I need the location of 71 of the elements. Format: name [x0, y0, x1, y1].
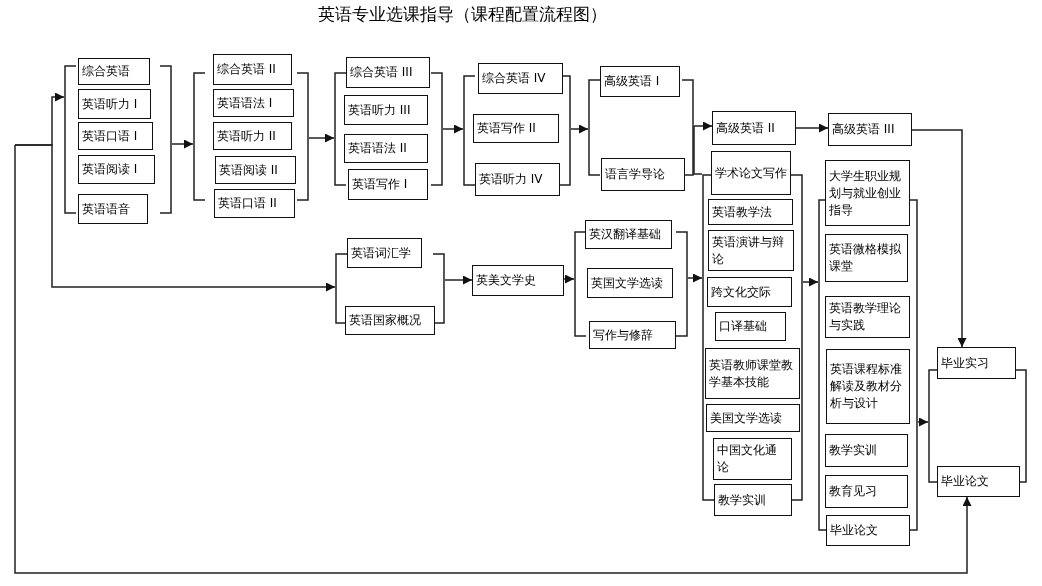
- course-box: 英语词汇学: [347, 238, 422, 268]
- course-box: 英语教师课堂教学基本技能: [705, 348, 800, 399]
- course-box: 综合英语 IV: [478, 63, 563, 94]
- course-box: 美国文学选读: [706, 404, 800, 432]
- course-box: 英语国家概况: [345, 306, 435, 335]
- course-box: 英语听力 II: [213, 122, 292, 150]
- course-box: 英语语法 II: [344, 134, 428, 163]
- course-box: 英美文学史: [472, 265, 564, 296]
- course-box: 综合英语 III: [346, 57, 430, 88]
- course-box: 英语课程标准解读及教材分析与设计: [826, 349, 910, 424]
- arrow: [308, 133, 335, 143]
- bracket: [463, 63, 571, 196]
- course-box: 大学生职业规划与就业创业指导: [825, 160, 910, 226]
- course-box: 中国文化通论: [713, 438, 792, 480]
- course-box: 英语听力 III: [344, 95, 428, 125]
- course-box: 英语口语 I: [78, 122, 153, 150]
- arrow: [570, 124, 589, 134]
- course-box: 综合英语 II: [213, 54, 292, 85]
- course-box: 高级英语 II: [712, 111, 796, 145]
- course-box: 综合英语: [78, 58, 150, 85]
- course-box: 英语语法 I: [213, 89, 294, 117]
- arrow: [911, 129, 967, 348]
- arrow: [171, 139, 194, 149]
- bracket: [702, 151, 803, 516]
- course-box: 学术论文写作: [711, 151, 791, 195]
- bracket: [588, 66, 694, 191]
- course-box: 英语听力 IV: [475, 163, 560, 196]
- course-box: 英语写作 I: [348, 169, 428, 200]
- course-box: 英语阅读 I: [78, 155, 155, 184]
- course-box: 英语听力 I: [78, 89, 151, 119]
- bracket: [928, 347, 1027, 497]
- course-box: 英语教学法: [708, 199, 793, 225]
- arrow: [795, 123, 829, 133]
- title: 英语专业选课指导（课程配置流程图）: [318, 3, 607, 26]
- course-box: 英语写作 II: [473, 114, 559, 143]
- arrow: [14, 144, 972, 574]
- arrow: [442, 124, 464, 134]
- course-box: 英语语音: [78, 194, 148, 224]
- arrow: [687, 273, 703, 283]
- arrow: [14, 144, 336, 292]
- course-box: 英语演讲与辩论: [708, 230, 794, 271]
- course-box: 教学实训: [714, 484, 792, 516]
- bracket: [193, 54, 309, 218]
- arrow: [563, 274, 575, 284]
- bracket: [335, 238, 445, 335]
- course-box: 口译基础: [715, 312, 786, 341]
- bracket: [64, 58, 172, 224]
- course-box: 跨文化交际: [707, 277, 792, 307]
- course-box: 英语口语 II: [214, 189, 295, 218]
- bracket: [334, 57, 443, 200]
- course-box: 写作与修辞: [589, 321, 676, 349]
- course-box: 英国文学选读: [587, 268, 673, 298]
- arrow: [917, 417, 929, 427]
- course-box: 毕业实习: [937, 347, 1016, 379]
- arrow: [802, 277, 819, 287]
- connector-line: [693, 125, 703, 175]
- course-box: 毕业论文: [826, 515, 910, 546]
- course-box: 教育见习: [825, 475, 908, 508]
- course-box: 教学实训: [825, 434, 908, 467]
- course-box: 英语教学理论与实践: [825, 296, 910, 338]
- course-box: 英语阅读 II: [215, 156, 296, 184]
- bracket: [574, 220, 688, 349]
- course-box: 高级英语 III: [828, 113, 912, 146]
- bracket: [818, 160, 918, 546]
- course-box: 高级英语 I: [600, 66, 680, 97]
- course-box: 英汉翻译基础: [585, 220, 672, 249]
- arrow: [444, 275, 473, 285]
- course-box: 语言学导论: [601, 158, 685, 191]
- course-box: 毕业论文: [937, 466, 1020, 497]
- arrow: [693, 121, 713, 131]
- course-box: 英语微格模拟课堂: [825, 234, 908, 282]
